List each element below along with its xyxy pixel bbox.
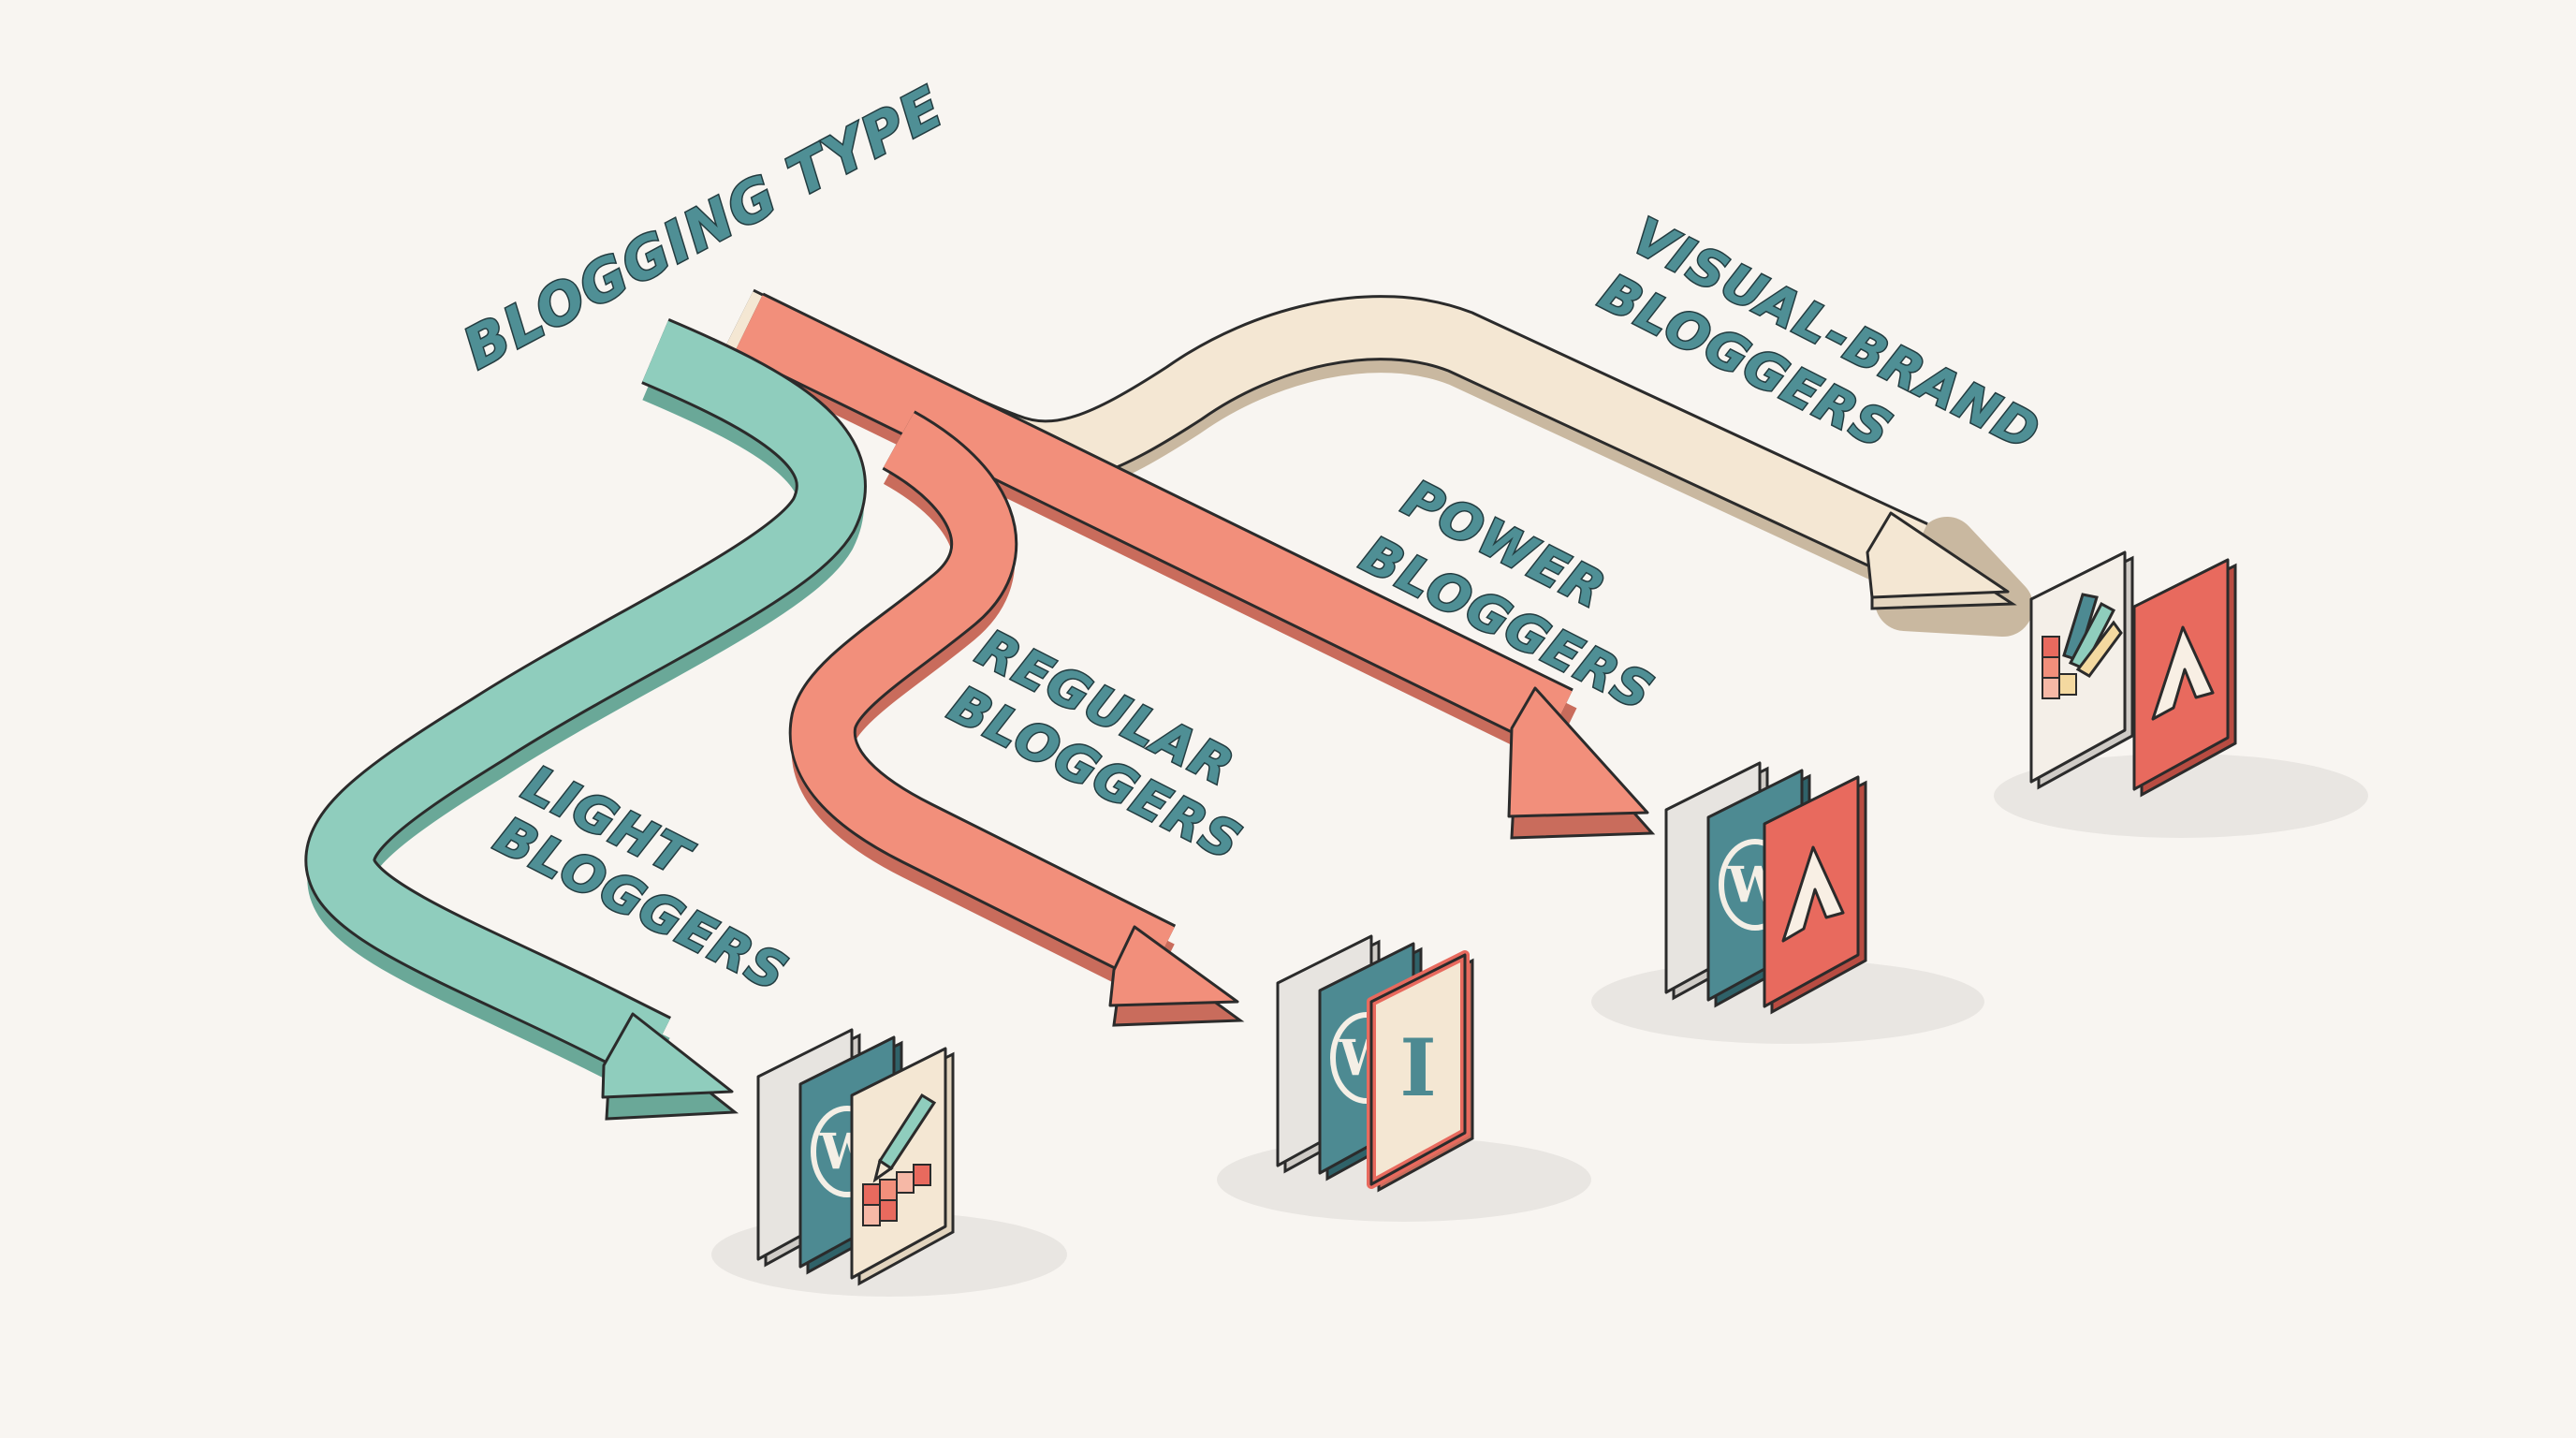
power-bloggers-tools: W (1664, 761, 1867, 1015)
svg-text:I: I (1399, 1021, 1436, 1114)
light-bloggers-tools: W (756, 1028, 955, 1286)
visual-brand-bloggers-tools (2029, 550, 2237, 798)
regular-bloggers-tools: W I (1276, 934, 1474, 1193)
regular-arrow (788, 410, 1245, 1027)
color-palette-icon (2029, 550, 2134, 790)
typography-i-icon: I (1367, 950, 1474, 1193)
light-arrow (304, 318, 867, 1121)
adobe-icon (2132, 558, 2237, 798)
power-arrow (734, 292, 1656, 840)
color-palette-icon (850, 1047, 955, 1286)
adobe-icon (1763, 775, 1867, 1015)
